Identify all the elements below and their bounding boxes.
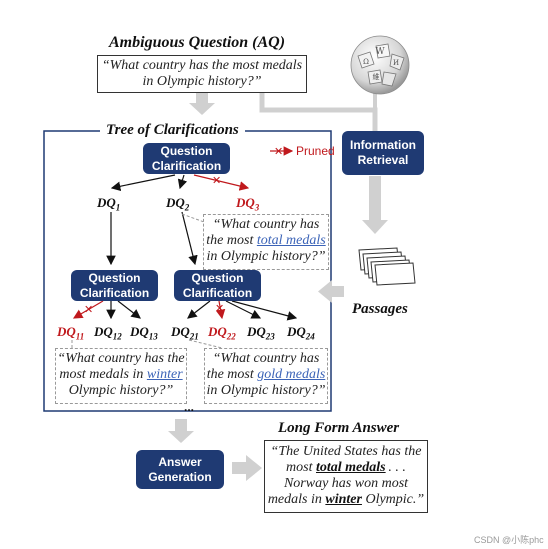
passages-stack-icon	[357, 246, 427, 286]
tree-title: Tree of Clarifications	[100, 122, 245, 139]
aq-title: Ambiguous Question (AQ)	[109, 34, 286, 51]
answer-to-longform-arrow	[232, 455, 262, 481]
answer-generation-node: Answer Generation	[136, 450, 224, 489]
qc-root-line2: Clarification	[151, 158, 222, 173]
dq2-quote-line2: the most total medals	[206, 233, 326, 248]
question-clarification-root: Question Clarification	[143, 143, 230, 174]
dq21-quote-line2: the most gold medals	[206, 367, 326, 382]
dq-23: DQ23	[247, 324, 275, 342]
dq21-quote-line3: in Olympic history?”	[206, 383, 326, 398]
svg-text:И: И	[393, 59, 399, 67]
retrieval-to-passages-arrow	[362, 176, 388, 234]
question-clarification-left: Question Clarification	[71, 270, 158, 301]
dq-13: DQ13	[130, 324, 158, 342]
dq11-quote-line1: “What country has the	[57, 351, 185, 366]
aq-question-box: “What country has the most medals in Oly…	[97, 55, 307, 93]
dq-24: DQ24	[287, 324, 315, 342]
qc-right-line1: Question	[191, 270, 244, 285]
dq2-quote-box: “What country has the most total medals …	[203, 214, 329, 270]
dq-3-pruned: DQ3	[236, 195, 260, 213]
question-clarification-right: Question Clarification	[174, 270, 261, 301]
dq-12: DQ12	[94, 324, 122, 342]
long-form-answer-title: Long Form Answer	[278, 420, 400, 436]
ag-line1: Answer	[158, 454, 202, 469]
svg-text:✕: ✕	[212, 174, 221, 187]
aq-to-tree-arrow	[189, 93, 215, 115]
ir-line1: Information	[350, 138, 416, 152]
svg-text:維: 維	[373, 72, 380, 81]
lfa-line4: medals in winter Olympic.”	[267, 492, 425, 507]
qc-left-line2: Clarification	[79, 285, 150, 300]
information-retrieval-node: Information Retrieval	[342, 131, 424, 175]
dq11-quote-line2: most medals in winter	[59, 367, 183, 382]
dq21-quote-box: “What country has the most gold medals i…	[204, 348, 328, 404]
dq-22-pruned: DQ22	[208, 324, 236, 342]
passages-to-tree-arrow	[318, 280, 344, 303]
pruned-label: Pruned	[296, 144, 335, 158]
dq21-quote-line1: “What country has	[212, 351, 320, 366]
tree-to-answer-arrow	[168, 419, 194, 443]
svg-text:W: W	[375, 47, 385, 57]
lfa-line1: “The United States has the	[270, 444, 422, 459]
wikipedia-globe-icon: W Ω И 維	[348, 32, 412, 96]
tree-ellipsis: ...	[184, 400, 195, 414]
qc-left-line1: Question	[88, 270, 141, 285]
watermark: CSDN @小陈phc	[474, 535, 544, 545]
dq2-quote-line3: in Olympic history?”	[206, 249, 326, 264]
dq11-quote-line3: Olympic history?”	[68, 383, 174, 398]
svg-text:Ω: Ω	[363, 58, 369, 66]
dq-21: DQ21	[171, 324, 199, 342]
ag-line2: Generation	[148, 469, 212, 484]
passages-label: Passages	[352, 301, 408, 317]
dq-11-pruned: DQ11	[57, 324, 85, 342]
dq11-quote-box: “What country has the most medals in win…	[55, 348, 187, 404]
ir-line2: Retrieval	[357, 153, 409, 167]
lfa-line2: most total medals . . .	[286, 460, 406, 475]
dq2-quote-line1: “What country has	[212, 217, 320, 232]
qc-right-line2: Clarification	[182, 285, 253, 300]
lfa-line3: Norway has won most	[283, 476, 409, 491]
svg-text:✕: ✕	[84, 303, 93, 316]
dq-1: DQ1	[97, 195, 121, 213]
pruned-cross-icon: ✕	[274, 145, 283, 158]
aq-text-line1: “What country has the most medals	[101, 58, 303, 73]
long-form-answer-box: “The United States has the most total me…	[264, 440, 428, 513]
svg-text:✕: ✕	[215, 302, 224, 315]
dq-2: DQ2	[166, 195, 190, 213]
globe-to-retrieval-connector	[373, 90, 377, 130]
qc-root-line1: Question	[160, 143, 213, 158]
aq-text-line2: in Olympic history?”	[142, 74, 262, 89]
